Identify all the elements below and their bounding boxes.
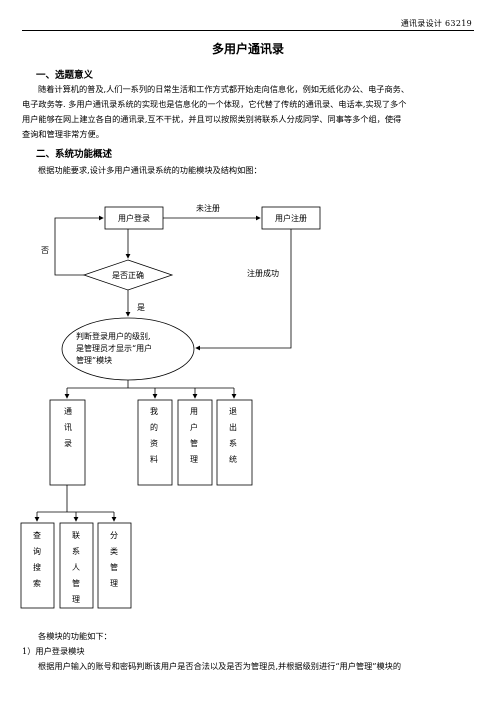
section1-line-2: 电子政务等. 多用户通讯录系统的实现也是信息化的一个体现，它代替了传统的通讯录、… — [22, 99, 407, 109]
footer-line-3: 根据用户输入的账号和密码判断该用户是否合法以及是否为管理员,并根据级别进行“用户… — [38, 661, 402, 671]
module-label-4-char-2: 出 — [229, 422, 237, 432]
login-label: 用户登录 — [118, 213, 150, 223]
submodule-label-2-char-5: 理 — [72, 595, 80, 604]
submodule-label-2-char-4: 管 — [72, 578, 80, 588]
module-label-2-char-3: 资 — [150, 438, 158, 448]
submodule-label-1-char-1: 查 — [33, 530, 41, 540]
sub-box-contact-mgmt — [59, 522, 94, 609]
module-label-3-char-1: 用 — [190, 407, 198, 416]
submodule-label-2-char-1: 联 — [72, 531, 80, 540]
submodule-label-3-char-4: 理 — [110, 579, 118, 588]
section1-heading: 一、选题意义 — [36, 70, 94, 81]
submodule-label-2-char-2: 系 — [72, 546, 80, 556]
check-label: 是否正确 — [112, 270, 144, 280]
module-label-4-char-3: 系 — [229, 438, 237, 448]
no-label: 否 — [41, 246, 49, 255]
judge-line-1: 判断登录用户的级别, — [76, 331, 151, 341]
module-box-profile — [137, 399, 173, 486]
module-label-1-char-2: 讯 — [64, 423, 72, 432]
header-rule — [22, 30, 474, 31]
submodule-label-3-char-1: 分 — [110, 531, 118, 540]
judge-line-3: 管理”模块 — [76, 355, 112, 365]
submodule-label-3-char-3: 管 — [110, 562, 118, 572]
submodule-label-1-char-4: 索 — [33, 578, 41, 588]
sub-box-category-mgmt — [97, 522, 132, 609]
module-label-1-char-3: 录 — [64, 439, 72, 448]
module-label-3-char-4: 理 — [190, 455, 198, 464]
module-label-2-char-4: 料 — [150, 454, 158, 464]
not-registered-label: 未注册 — [196, 203, 220, 213]
register-label: 用户注册 — [275, 213, 307, 223]
module-box-exit — [216, 399, 253, 486]
yes-label: 是 — [137, 303, 145, 312]
module-label-2-char-2: 的 — [150, 422, 158, 432]
section2-heading: 二、系统功能概述 — [36, 149, 113, 160]
submodule-label-1-char-3: 搜 — [33, 562, 41, 572]
submodule-label-3-char-2: 类 — [110, 546, 118, 556]
footer-line-2: 1）用户登录模块 — [22, 646, 85, 656]
section2-intro: 根据功能要求,设计多用户通讯录系统的功能模块及结构如图： — [38, 165, 262, 175]
section1-line-1: 随着计算机的普及,人们一系列的日常生活和工作方式都开始走向信息化，例如无纸化办公… — [38, 84, 410, 94]
module-label-1-char-1: 通 — [64, 406, 72, 416]
sub-box-search — [20, 522, 55, 609]
module-label-4-char-4: 统 — [229, 454, 237, 464]
submodule-label-1-char-2: 询 — [33, 546, 41, 556]
footer-line-1: 各模块的功能如下： — [38, 631, 112, 641]
module-label-3-char-3: 管 — [190, 438, 198, 448]
submodule-label-2-char-3: 人 — [72, 563, 80, 572]
module-box-user-mgmt — [177, 399, 213, 486]
arrow-no-loop — [54, 215, 104, 276]
module-label-4-char-1: 退 — [229, 407, 237, 416]
module-box-contacts — [49, 399, 86, 486]
page-header: 通讯录设计 63219 — [400, 19, 472, 28]
judge-line-2: 是管理员才显示“用户 — [76, 343, 152, 353]
section1-line-3: 用户能够在网上建立各自的通讯录,互不干扰，并且可以按照类别将联系人分成同学、同事… — [22, 114, 402, 124]
arrow-reg-success — [195, 229, 292, 351]
module-label-3-char-2: 户 — [190, 422, 198, 432]
module-label-2-char-1: 我 — [150, 406, 158, 416]
reg-success-label: 注册成功 — [247, 268, 279, 278]
doc-title: 多用户通讯录 — [211, 42, 284, 56]
section1-line-4: 查询和管理非常方便。 — [22, 129, 104, 139]
